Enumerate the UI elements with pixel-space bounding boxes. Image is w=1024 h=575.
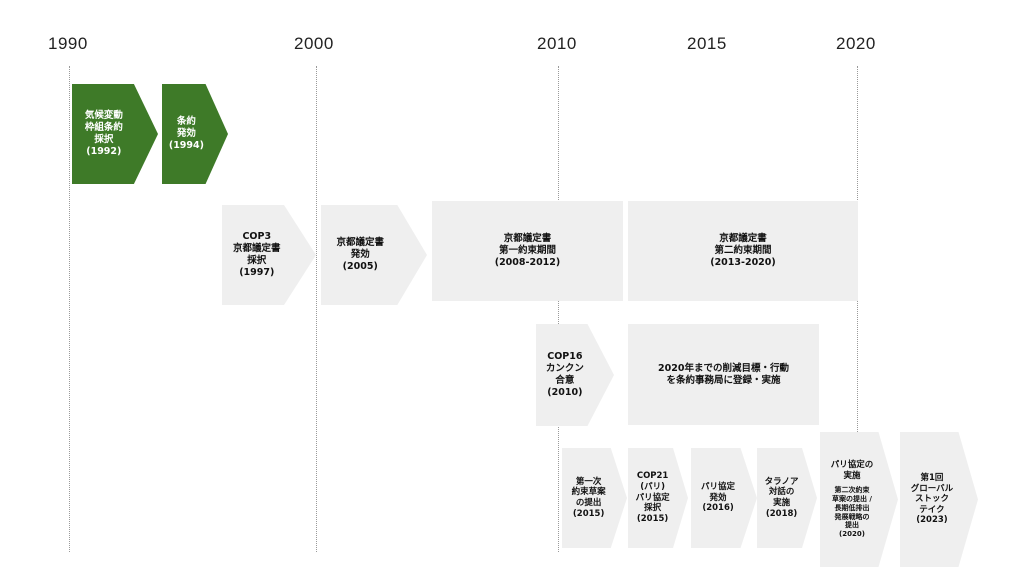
event-unfccc-adoption: 気候変動 枠組条約 採択 (1992) — [72, 84, 158, 184]
event-kyoto-period-2: 京都議定書 第二約束期間 (2013-2020) — [628, 201, 858, 301]
event-global-stocktake: 第1回 グローバル ストック テイク (2023) — [900, 432, 978, 567]
year-label-2020: 2020 — [836, 34, 876, 53]
event-cop16-label: COP16 カンクン 合意 (2010) — [545, 351, 584, 398]
event-kyoto-period-2-label: 京都議定書 第二約束期間 (2013-2020) — [710, 233, 776, 268]
year-label-2015: 2015 — [687, 34, 727, 53]
event-talanoa-label: タラノア 対話の 実施 (2018) — [764, 476, 799, 519]
event-first-draft-label: 第一次 約束草案 の提出 (2015) — [571, 476, 606, 519]
event-cop16: COP16 カンクン 合意 (2010) — [536, 324, 614, 426]
event-cop21: COP21 (パリ) パリ協定 採択 (2015) — [628, 448, 688, 548]
event-paris-implementation-title: パリ協定の 実施 — [830, 460, 874, 481]
event-first-draft: 第一次 約束草案 の提出 (2015) — [562, 448, 627, 548]
event-talanoa: タラノア 対話の 実施 (2018) — [757, 448, 817, 548]
event-2020-targets-label: 2020年までの削減目標・行動 を条約事務局に登録・実施 — [658, 362, 789, 386]
event-unfccc-adoption-label: 気候変動 枠組条約 採択 (1992) — [84, 110, 123, 157]
event-cop21-label: COP21 (パリ) パリ協定 採択 (2015) — [635, 471, 670, 524]
event-paris-effect-label: パリ協定 発効 (2016) — [701, 482, 736, 514]
event-kyoto-effect: 京都議定書 発効 (2005) — [321, 205, 427, 305]
guide-line-2000 — [316, 66, 317, 552]
guide-line-2020 — [857, 66, 858, 552]
event-unfccc-effect: 条約 発効 (1994) — [162, 84, 228, 184]
year-label-2000: 2000 — [294, 34, 334, 53]
event-paris-effect: パリ協定 発効 (2016) — [691, 448, 757, 548]
guide-line-1990 — [69, 66, 70, 552]
event-unfccc-effect-label: 条約 発効 (1994) — [168, 116, 204, 151]
event-kyoto-period-1: 京都議定書 第一約束期間 (2008-2012) — [432, 201, 623, 301]
event-cop3: COP3 京都議定書 採択 (1997) — [222, 205, 316, 305]
event-paris-implementation-sub: 第二次約束 草案の提出 / 長期低排出 発展戦略の 提出 (2020) — [831, 486, 872, 539]
event-2020-targets: 2020年までの削減目標・行動 を条約事務局に登録・実施 — [628, 324, 819, 425]
event-paris-implementation: パリ協定の 実施 第二次約束 草案の提出 / 長期低排出 発展戦略の 提出 (2… — [820, 432, 898, 567]
guide-line-2010 — [558, 66, 559, 552]
event-kyoto-period-1-label: 京都議定書 第一約束期間 (2008-2012) — [494, 233, 561, 268]
year-label-1990: 1990 — [48, 34, 88, 53]
event-cop3-label: COP3 京都議定書 採択 (1997) — [233, 231, 281, 278]
event-global-stocktake-label: 第1回 グローバル ストック テイク (2023) — [910, 472, 954, 526]
year-label-2010: 2010 — [537, 34, 577, 53]
event-kyoto-effect-label: 京都議定書 発効 (2005) — [336, 237, 384, 272]
